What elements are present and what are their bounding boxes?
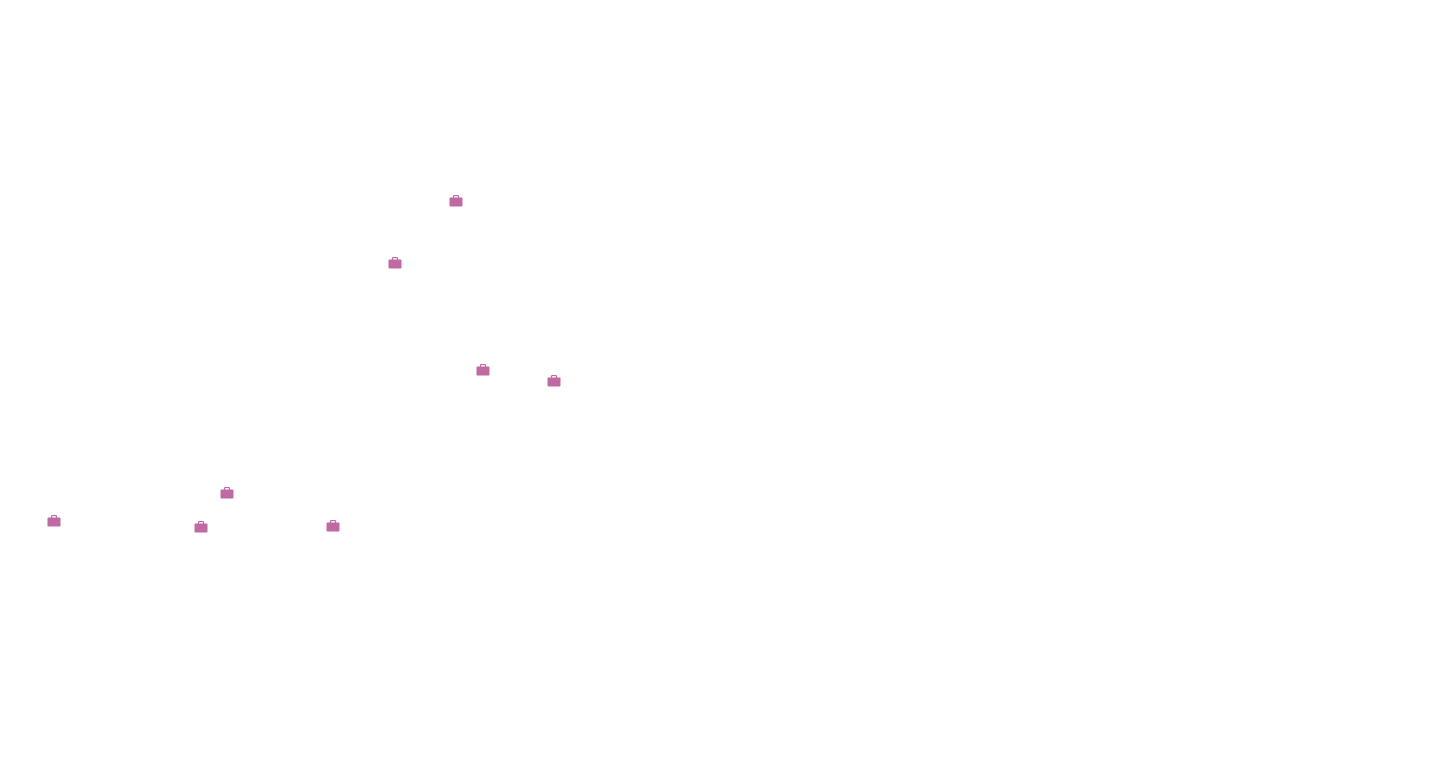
map-marker[interactable] [194, 521, 208, 533]
briefcase-icon [449, 195, 463, 207]
briefcase-icon [388, 257, 402, 269]
map-marker[interactable] [388, 257, 402, 269]
briefcase-icon [47, 515, 61, 527]
briefcase-icon [326, 520, 340, 532]
map-marker[interactable] [476, 364, 490, 376]
briefcase-icon [194, 521, 208, 533]
map-marker[interactable] [547, 375, 561, 387]
map-marker[interactable] [449, 195, 463, 207]
map-marker[interactable] [220, 487, 234, 499]
map-marker[interactable] [47, 515, 61, 527]
map-marker[interactable] [326, 520, 340, 532]
briefcase-icon [476, 364, 490, 376]
briefcase-icon [220, 487, 234, 499]
briefcase-icon [547, 375, 561, 387]
